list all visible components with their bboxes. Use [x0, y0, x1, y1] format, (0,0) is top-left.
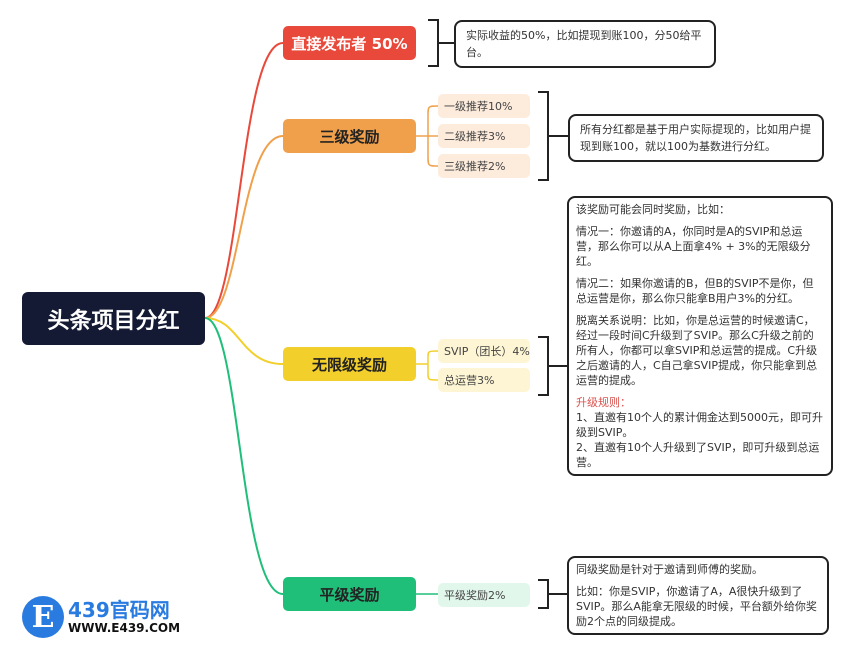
connector-sub-unlimited	[416, 350, 439, 381]
branch-unlimited-reward[interactable]: 无限级奖励	[283, 347, 416, 381]
note-text: 所有分红都是基于用户实际提现的，比如用户提现到账100，就以100为基数进行分红…	[580, 123, 811, 153]
bracket-4	[538, 579, 567, 609]
connector-peer	[204, 317, 284, 595]
note-publisher: 实际收益的50%，比如提现到账100，分50给平台。	[454, 20, 716, 68]
sub-level2[interactable]: 二级推荐3%	[438, 124, 530, 148]
note-case2: 情况二：如果你邀请的B，但B的SVIP不是你，但总运营是你，那么你只能拿B用户3…	[576, 277, 814, 305]
sub-level3[interactable]: 三级推荐2%	[438, 154, 530, 178]
note-case1: 情况一：你邀请的A，你同时是A的SVIP和总运营，那么你可以从A上面拿4% + …	[576, 225, 811, 268]
watermark: E 439官码网 WWW.E439.COM	[22, 596, 180, 638]
sub-level1[interactable]: 一级推荐10%	[438, 94, 530, 118]
note-line1: 同级奖励是针对于邀请到师傅的奖励。	[576, 563, 763, 576]
connector-sub-three	[416, 105, 439, 167]
branch-peer-reward[interactable]: 平级奖励	[283, 577, 416, 611]
watermark-name: 439官码网	[68, 598, 170, 622]
sub-svip[interactable]: SVIP（团长）4%	[438, 339, 530, 363]
note-peer: 同级奖励是针对于邀请到师傅的奖励。 比如：你是SVIP，你邀请了A，A很快升级到…	[567, 556, 829, 635]
bracket-3	[538, 336, 567, 396]
connector-unlimited	[204, 317, 284, 365]
watermark-logo-icon: E	[22, 596, 64, 638]
connector-three-level	[204, 135, 284, 319]
note-rules-title: 升级规则：	[576, 396, 631, 409]
bracket-2	[538, 91, 568, 181]
note-text: 实际收益的50%，比如提现到账100，分50给平台。	[466, 29, 702, 59]
sub-peer[interactable]: 平级奖励2%	[438, 583, 530, 607]
note-detach: 脱离关系说明：比如，你是总运营的时候邀请C，经过一段时间C升级到了SVIP。那么…	[576, 314, 818, 387]
branch-three-level-reward[interactable]: 三级奖励	[283, 119, 416, 153]
note-line2: 比如：你是SVIP，你邀请了A，A很快升级到了SVIP。那么A能拿无限级的时候，…	[576, 585, 817, 628]
branch-direct-publisher[interactable]: 直接发布者 50%	[283, 26, 416, 60]
note-three-level: 所有分红都是基于用户实际提现的，比如用户提现到账100，就以100为基数进行分红…	[568, 114, 824, 162]
watermark-url: WWW.E439.COM	[68, 621, 181, 635]
bracket-1	[428, 19, 454, 67]
note-unlimited: 该奖励可能会同时奖励，比如： 情况一：你邀请的A，你同时是A的SVIP和总运营，…	[567, 196, 833, 476]
connector-publisher	[204, 42, 284, 319]
sub-general-operator[interactable]: 总运营3%	[438, 368, 530, 392]
root-node[interactable]: 头条项目分红	[22, 292, 205, 345]
note-rule2: 2、直邀有10个人升级到了SVIP，即可升级到总运营。	[576, 441, 820, 469]
note-rule1: 1、直邀有10个人的累计佣金达到5000元，即可升级到SVIP。	[576, 411, 823, 439]
note-intro: 该奖励可能会同时奖励，比如：	[576, 203, 730, 216]
